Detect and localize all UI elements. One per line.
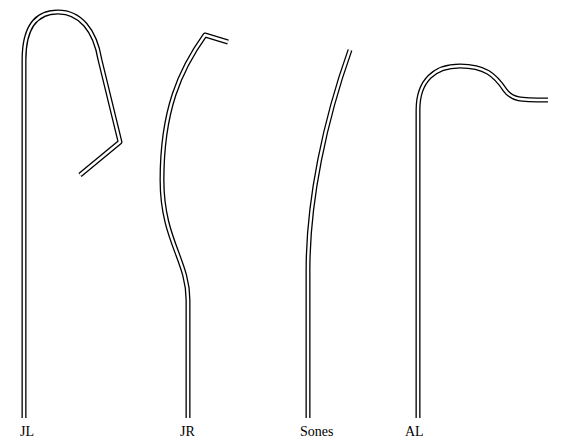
catheter-lumen: [418, 66, 548, 419]
catheter-label: AL: [405, 424, 424, 440]
catheter-lumen: [162, 35, 228, 419]
catheter-label: Sones: [300, 424, 333, 440]
catheter-lumen: [24, 12, 120, 419]
catheter-tube: [418, 66, 548, 418]
catheter-label: JR: [180, 424, 195, 440]
catheter-tube: [162, 35, 228, 418]
catheter-lumen: [308, 50, 350, 419]
catheter-tube: [308, 50, 350, 418]
catheter-label: JL: [20, 424, 34, 440]
catheter-tube: [24, 12, 120, 418]
